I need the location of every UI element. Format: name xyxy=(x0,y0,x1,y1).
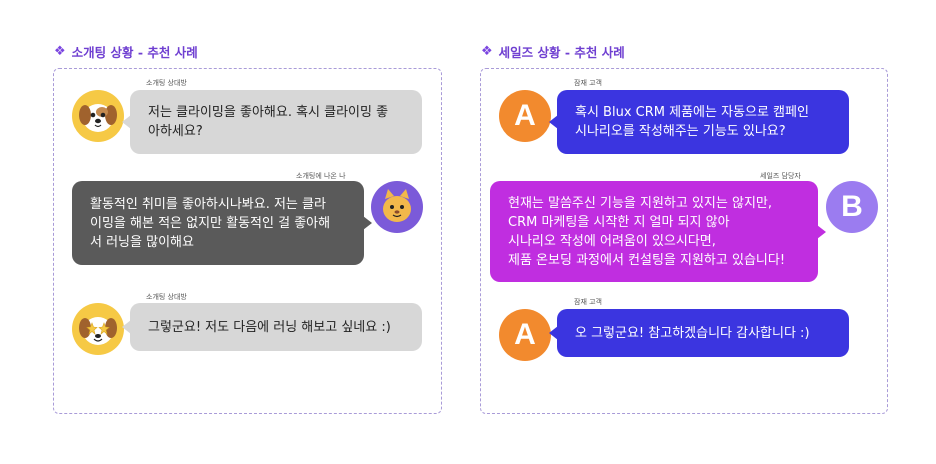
starry-eyed-dog-emoji-icon xyxy=(72,303,124,355)
speaker-label: 잠재 고객 xyxy=(574,298,602,306)
speaker-label: 세일즈 담당자 xyxy=(760,172,801,180)
avatar-a: A xyxy=(499,309,551,361)
chat-bubble: 저는 클라이밍을 좋아해요. 혹시 클라이밍 좋 아하세요? xyxy=(130,90,422,154)
chat-bubble: 현재는 말씀주신 기능을 지원하고 있지는 않지만, CRM 마케팅을 시작한 … xyxy=(490,181,818,282)
message-text: 혹시 Blux CRM 제품에는 자동으로 캠페인 시나리오를 작성해주는 기능… xyxy=(575,105,809,139)
dog-emoji-icon xyxy=(72,90,124,142)
avatar-letter: A xyxy=(514,99,536,132)
left-section-title: ❖ 소개팅 상황 - 추천 사례 xyxy=(54,42,198,60)
message-text: 저는 클라이밍을 좋아해요. 혹시 클라이밍 좋 아하세요? xyxy=(148,105,389,139)
message-text: 현재는 말씀주신 기능을 지원하고 있지는 않지만, CRM 마케팅을 시작한 … xyxy=(508,195,786,268)
left-conversation-panel xyxy=(53,68,442,414)
avatar-letter: A xyxy=(514,318,536,351)
chat-bubble: 그렇군요! 저도 다음에 러닝 해보고 싶네요 :) xyxy=(130,303,422,351)
speaker-label: 소개팅에 나온 나 xyxy=(296,172,346,180)
diamond-icon: ❖ xyxy=(481,43,493,59)
chat-bubble: 혹시 Blux CRM 제품에는 자동으로 캠페인 시나리오를 작성해주는 기능… xyxy=(557,90,849,154)
right-conversation-panel xyxy=(480,68,888,414)
left-section-title-text: 소개팅 상황 - 추천 사례 xyxy=(71,44,198,60)
chat-bubble: 오 그렇군요! 참고하겠습니다 감사합니다 :) xyxy=(557,309,849,357)
chat-bubble: 활동적인 취미를 좋아하시나봐요. 저는 클라 이밍을 해본 적은 없지만 활동… xyxy=(72,181,364,265)
right-section-title: ❖ 세일즈 상황 - 추천 사례 xyxy=(481,42,625,60)
cat-emoji-icon xyxy=(371,181,423,233)
speaker-label: 소개팅 상대방 xyxy=(146,293,187,301)
speaker-label: 소개팅 상대방 xyxy=(146,79,187,87)
message-text: 활동적인 취미를 좋아하시나봐요. 저는 클라 이밍을 해본 적은 없지만 활동… xyxy=(90,196,331,250)
diamond-icon: ❖ xyxy=(54,43,66,59)
avatar-a: A xyxy=(499,90,551,142)
speaker-label: 잠재 고객 xyxy=(574,79,602,87)
avatar-letter: B xyxy=(841,190,863,223)
message-text: 그렇군요! 저도 다음에 러닝 해보고 싶네요 :) xyxy=(148,319,391,335)
right-section-title-text: 세일즈 상황 - 추천 사례 xyxy=(498,44,625,60)
message-text: 오 그렇군요! 참고하겠습니다 감사합니다 :) xyxy=(575,325,810,341)
avatar-b: B xyxy=(826,181,878,233)
